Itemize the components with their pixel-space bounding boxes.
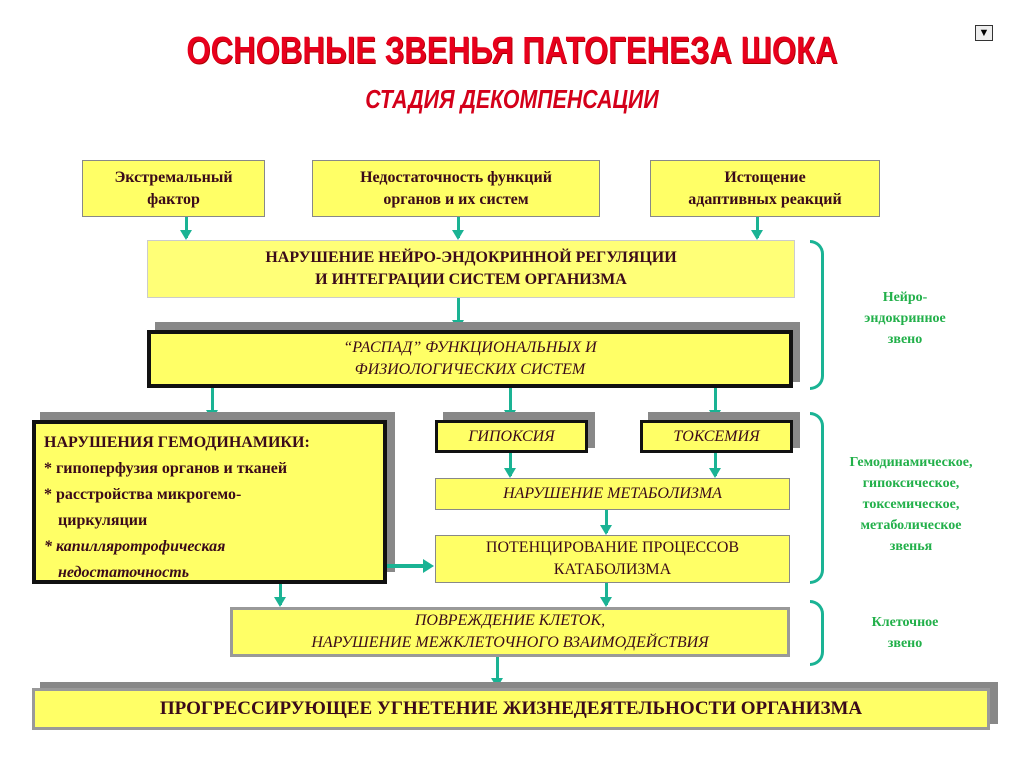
text: ПОВРЕЖДЕНИЕ КЛЕТОК,	[414, 612, 606, 629]
filter-icon[interactable]: ▼	[975, 25, 993, 41]
arrow	[274, 584, 286, 607]
final-outcome-box: ПРОГРЕССИРУЮЩЕЕ УГНЕТЕНИЕ ЖИЗНЕДЕЯТЕЛЬНО…	[32, 688, 990, 730]
text: Истощение	[724, 168, 806, 186]
text: эндокринное	[864, 311, 946, 326]
toxemia-box: ТОКСЕМИЯ	[640, 420, 793, 453]
label-hemo: Гемодинамическое, гипоксическое, токсемиче…	[826, 452, 996, 557]
arrow-right-head	[423, 559, 434, 573]
text: ФИЗИОЛОГИЧЕСКИХ СИСТЕМ	[354, 361, 586, 378]
text: КАТАБОЛИЗМА	[553, 561, 672, 578]
slide-title: ОСНОВНЫЕ ЗВЕНЬЯ ПАТОГЕНЕЗА ШОКА	[186, 30, 838, 72]
text: гипоксическое,	[862, 476, 960, 491]
text: адаптивных реакций	[688, 190, 842, 208]
metabolism-box: НАРУШЕНИЕ МЕТАБОЛИЗМА	[435, 478, 790, 510]
text: “РАСПАД” ФУНКЦИОНАЛЬНЫХ И	[343, 339, 597, 356]
label-cell: Клеточное звено	[840, 612, 970, 654]
arrow	[504, 453, 516, 478]
list-item: * гипоперфузия органов и тканей	[44, 460, 288, 477]
heading: НАРУШЕНИЯ ГЕМОДИНАМИКИ:	[44, 434, 310, 451]
label-neuro: Нейро-эндокринное звено	[840, 287, 970, 350]
list-item: циркуляции	[58, 512, 148, 529]
brace	[810, 240, 824, 390]
text: НАРУШЕНИЕ МЕЖКЛЕТОЧНОГО ВЗАИМОДЕЙСТВИЯ	[311, 634, 709, 651]
arrow	[600, 583, 612, 607]
text: Нейро-	[882, 290, 928, 305]
arrow	[452, 217, 464, 240]
list-item: * расстройства микрогемо-	[44, 486, 242, 503]
catabolism-box: ПОТЕНЦИРОВАНИЕ ПРОЦЕССОВ КАТАБОЛИЗМА	[435, 535, 790, 583]
cause-extreme-factor: Экстремальный фактор	[82, 160, 265, 217]
cell-damage-box: ПОВРЕЖДЕНИЕ КЛЕТОК, НАРУШЕНИЕ МЕЖКЛЕТОЧНО…	[230, 607, 790, 657]
cause-adaptive-exhaustion: Истощение адаптивных реакций	[650, 160, 880, 217]
arrow	[600, 510, 612, 535]
systems-decay-box: “РАСПАД” ФУНКЦИОНАЛЬНЫХ И ФИЗИОЛОГИЧЕСКИХ…	[147, 330, 793, 388]
text: Экстремальный	[114, 168, 233, 186]
text: звено	[887, 636, 923, 651]
text: НАРУШЕНИЕ НЕЙРО-ЭНДОКРИННОЙ РЕГУЛЯЦИИ	[265, 249, 677, 266]
text: токсемическое,	[862, 497, 960, 512]
arrow	[751, 217, 763, 240]
text: Недостаточность функций	[360, 168, 552, 186]
list-item: недостаточность	[58, 564, 190, 581]
text: Гемодинамическое,	[849, 455, 973, 470]
slide-subtitle: СТАДИЯ ДЕКОМПЕНСАЦИИ	[365, 84, 659, 114]
hemodynamics-box: НАРУШЕНИЯ ГЕМОДИНАМИКИ: * гипоперфузия о…	[32, 420, 387, 584]
text: Клеточное	[871, 615, 939, 630]
arrow-right	[387, 564, 425, 568]
hypoxia-box: ГИПОКСИЯ	[435, 420, 588, 453]
arrow	[180, 217, 192, 240]
text: метаболическое	[860, 518, 962, 533]
text: звенья	[889, 539, 933, 554]
text: органов и их систем	[383, 190, 529, 208]
neuro-regulation-box: НАРУШЕНИЕ НЕЙРО-ЭНДОКРИННОЙ РЕГУЛЯЦИИ И И…	[147, 240, 795, 298]
arrow	[709, 453, 721, 478]
cause-organ-insufficiency: Недостаточность функций органов и их сист…	[312, 160, 600, 217]
text: звено	[887, 332, 923, 347]
brace	[810, 600, 824, 666]
text: фактор	[147, 190, 200, 208]
text: И ИНТЕГРАЦИИ СИСТЕМ ОРГАНИЗМА	[315, 271, 627, 288]
text: ПОТЕНЦИРОВАНИЕ ПРОЦЕССОВ	[485, 539, 740, 556]
list-item: * капилляротрофическая	[44, 538, 226, 555]
brace	[810, 412, 824, 584]
